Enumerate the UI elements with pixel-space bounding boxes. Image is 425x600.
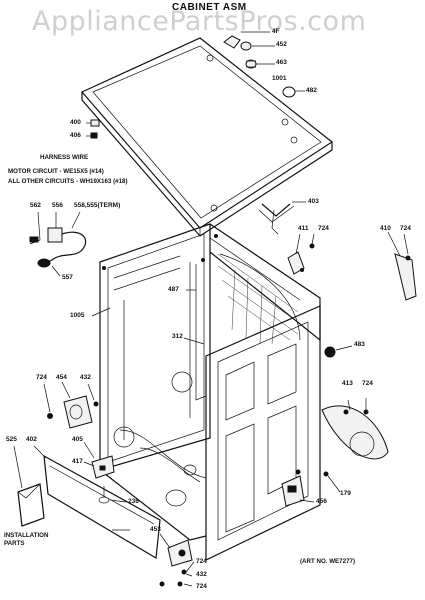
callout-1005: 1005 <box>70 312 85 319</box>
callout-432-a: 432 <box>80 374 91 381</box>
callout-236: 236 <box>128 498 139 505</box>
harness-wire-assembly <box>29 211 87 277</box>
bracket-410 <box>387 231 417 301</box>
callout-417: 417 <box>72 458 83 465</box>
lamp-holder-part <box>223 31 305 98</box>
callout-557: 557 <box>62 274 73 281</box>
latch-parts <box>281 469 341 507</box>
callout-1001: 1001 <box>272 75 287 82</box>
callout-724-b: 724 <box>400 225 411 232</box>
callout-525: 525 <box>6 436 17 443</box>
callout-463: 463 <box>276 59 287 66</box>
art-number: (ART NO. WE7277) <box>300 558 356 565</box>
callout-403: 403 <box>308 198 319 205</box>
installation-parts-label: INSTALLATION PARTS <box>4 532 49 547</box>
callout-410: 410 <box>380 225 391 232</box>
callout-724-c: 724 <box>36 374 47 381</box>
callout-413: 413 <box>342 380 353 387</box>
callout-483: 483 <box>354 341 365 348</box>
top-panel <box>81 37 334 237</box>
callout-312: 312 <box>172 333 183 340</box>
callout-4f: 4F <box>272 28 280 35</box>
callout-179: 179 <box>340 490 351 497</box>
leader-lines <box>91 289 205 531</box>
leveling-leg-parts <box>83 441 127 504</box>
hinge-parts <box>86 119 100 139</box>
callout-556: 556 <box>52 202 63 209</box>
callout-558-555-term: 558,555(TERM) <box>74 202 121 209</box>
callout-724-f: 724 <box>196 583 207 590</box>
callout-432-b: 432 <box>196 571 207 578</box>
callout-454: 454 <box>56 374 67 381</box>
diagram-title: CABINET ASM <box>172 2 247 13</box>
installation-parts-bag <box>13 445 45 527</box>
part-454-motor <box>43 381 99 429</box>
part-483 <box>324 345 353 358</box>
callout-411: 411 <box>298 225 309 232</box>
bracket-453 <box>159 533 195 587</box>
callout-452: 452 <box>276 41 287 48</box>
access-plate-413 <box>321 398 389 460</box>
toe-kick-panel <box>33 445 161 559</box>
callout-482: 482 <box>306 87 317 94</box>
callout-405: 405 <box>72 436 83 443</box>
callout-402: 402 <box>26 436 37 443</box>
callout-562: 562 <box>30 202 41 209</box>
callout-406: 406 <box>70 132 81 139</box>
callout-724-e: 724 <box>196 558 207 565</box>
seal-strip <box>258 201 306 235</box>
callout-487: 487 <box>168 286 179 293</box>
cabinet-body <box>99 223 321 561</box>
callout-724-a: 724 <box>318 225 329 232</box>
callout-724-d: 724 <box>362 380 373 387</box>
callout-456: 456 <box>316 498 327 505</box>
callout-400: 400 <box>70 119 81 126</box>
watermark-text: AppliancePartsPros.com <box>32 6 367 37</box>
callout-453: 453 <box>150 526 161 533</box>
motor-circuit-note: MOTOR CIRCUIT - WE15X5 (#14) <box>8 168 104 175</box>
harness-wire-heading: HARNESS WIRE <box>40 154 89 161</box>
bracket-411 <box>287 233 315 275</box>
other-circuits-note: ALL OTHER CIRCUITS - WH19X163 (#18) <box>8 178 128 185</box>
